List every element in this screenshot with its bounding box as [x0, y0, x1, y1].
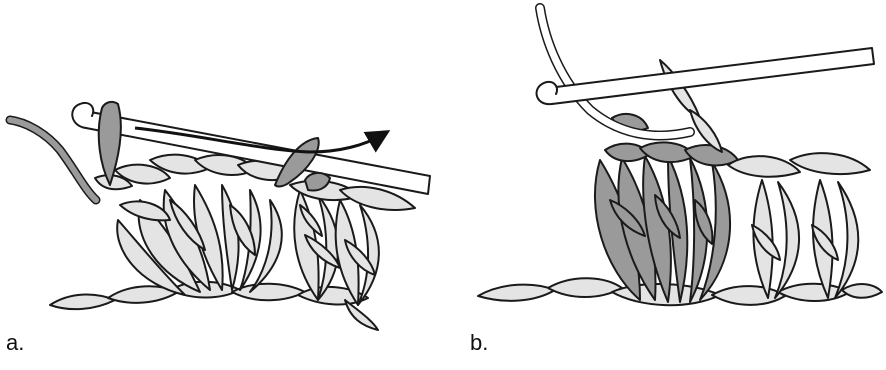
panel-label-a: a. — [6, 330, 24, 356]
panel-label-b: b. — [470, 330, 488, 356]
crochet-hook-b — [537, 48, 874, 104]
shell-stitches-a — [95, 155, 295, 295]
double-crochet-stitches-a — [290, 181, 415, 305]
panel-a — [10, 102, 430, 330]
panel-b — [478, 8, 882, 305]
foundation-chain-a — [50, 282, 378, 330]
